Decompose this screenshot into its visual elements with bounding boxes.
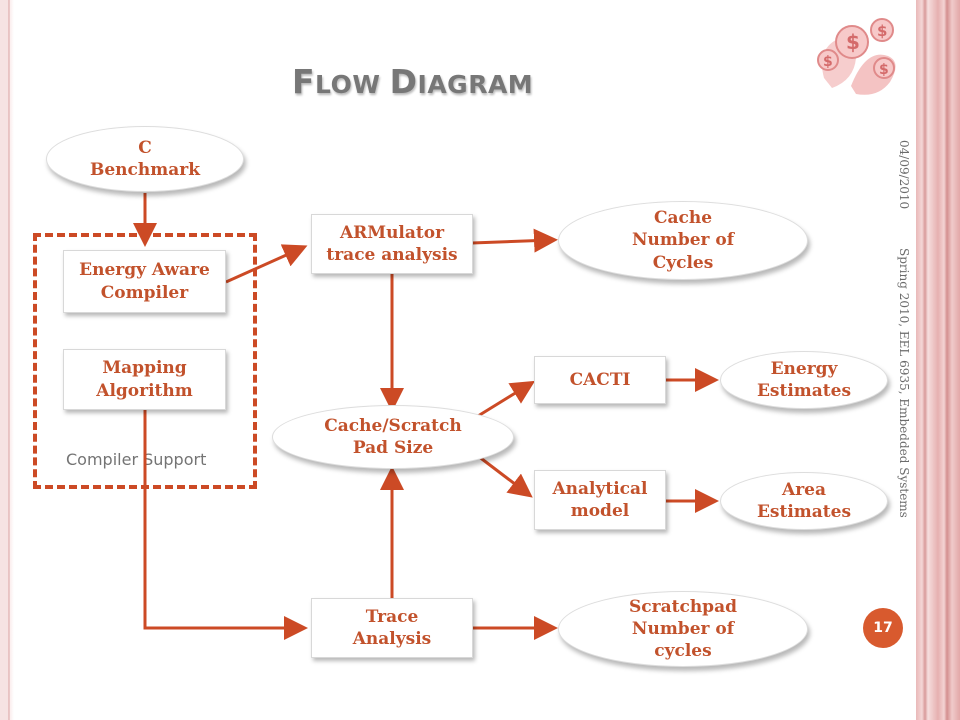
arrow-cache-scratch-to-cacti <box>477 380 536 418</box>
compiler-support-label: Compiler Support <box>66 450 207 469</box>
right-decorative-border <box>916 0 960 720</box>
page-number-badge: 17 <box>863 608 903 648</box>
course-info: Spring 2010, EEL 6935, Embedded Systems <box>897 248 911 518</box>
page-title: FLOW DIAGRAM <box>292 62 534 101</box>
slide-date: 04/09/2010 <box>897 140 911 210</box>
node-cacti: CACTI <box>534 356 666 404</box>
arrow-mapping-to-trace <box>143 409 308 640</box>
arrow-cache-scratch-to-analytical <box>477 454 533 498</box>
svg-text:$: $ <box>846 30 860 54</box>
svg-text:$: $ <box>877 22 887 40</box>
svg-text:$: $ <box>879 62 889 78</box>
svg-text:$: $ <box>823 54 833 70</box>
arrow-armulator-to-cache-cycles <box>471 228 558 253</box>
left-decorative-border <box>0 0 14 720</box>
arrow-compiler-to-armulator <box>225 244 308 284</box>
money-swirl-icon: $ $ $ $ <box>817 18 896 95</box>
